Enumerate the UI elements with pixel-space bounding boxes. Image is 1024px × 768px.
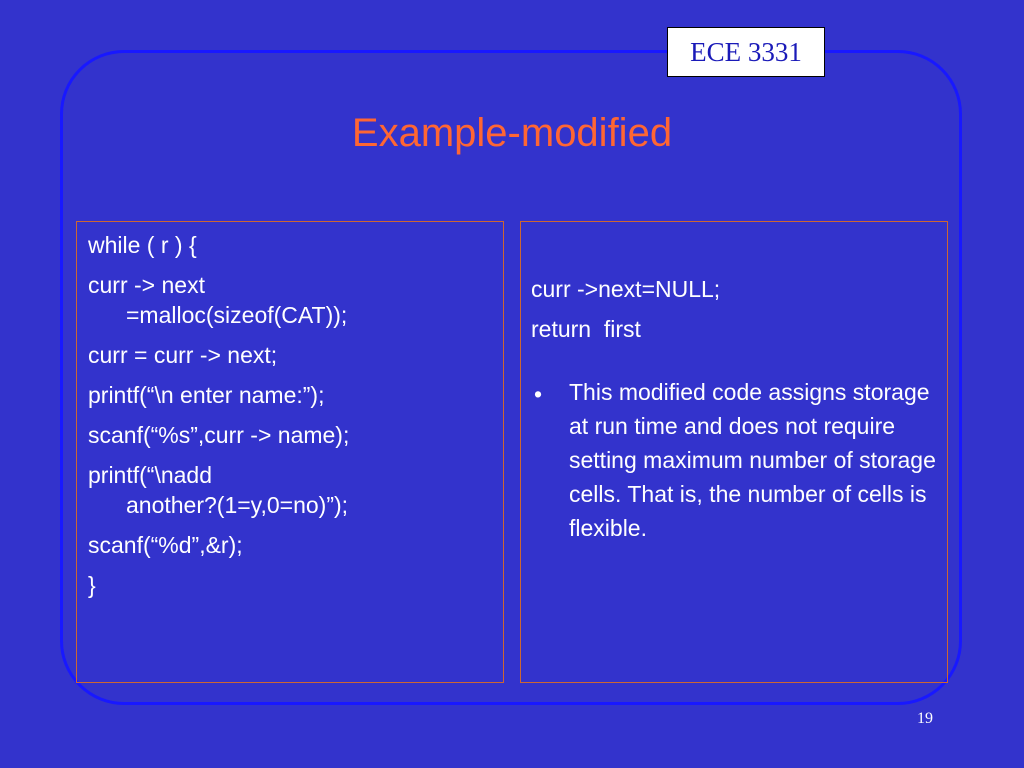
code-line: scanf(“%s”,curr -> name); — [88, 422, 350, 448]
code-line: while ( r ) { — [88, 232, 197, 258]
code-line-continuation: another?(1=y,0=no)”); — [126, 492, 349, 518]
bullet-text: This modified code assigns storage at ru… — [569, 379, 936, 541]
slide-rounded-frame — [60, 50, 962, 705]
code-line: } — [88, 572, 96, 598]
slide-title: Example-modified — [351, 111, 673, 155]
code-line-continuation: =malloc(sizeof(CAT)); — [126, 302, 348, 328]
course-label-badge: ECE 3331 — [667, 27, 825, 77]
notes-panel: curr ->next=NULL; return first • This mo… — [520, 221, 948, 683]
code-line: curr ->next=NULL; — [531, 276, 721, 302]
code-line: scanf(“%d”,&r); — [88, 532, 243, 558]
code-line: return first — [531, 316, 641, 342]
code-line: printf(“\n enter name:”); — [88, 382, 325, 408]
bullet-dot-icon: • — [534, 381, 543, 407]
code-panel: while ( r ) { curr -> next=malloc(sizeof… — [76, 221, 504, 683]
code-line: curr = curr -> next; — [88, 342, 278, 368]
code-line: curr -> next=malloc(sizeof(CAT)); — [88, 270, 493, 330]
bullet-item: • This modified code assigns storage at … — [531, 379, 937, 545]
page-number: 19 — [917, 710, 933, 727]
